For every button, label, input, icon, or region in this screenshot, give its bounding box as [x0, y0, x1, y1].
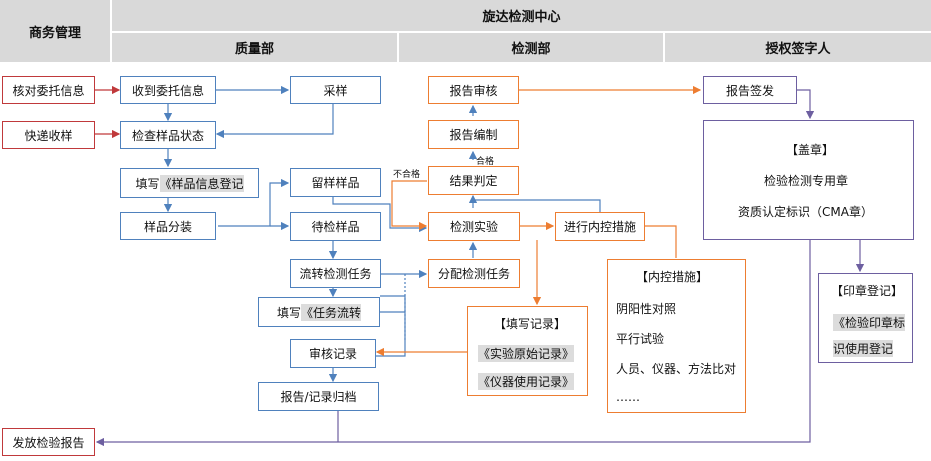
- header-business: 商务管理: [0, 0, 110, 62]
- fail-label: 不合格: [393, 170, 421, 180]
- transfer-task-node: 流转检测任务: [290, 259, 381, 288]
- internal-control-node: 进行内控措施: [555, 212, 645, 241]
- sample-split-node: 样品分装: [120, 212, 216, 240]
- pending-sample-node: 待检样品: [290, 212, 381, 241]
- control-item-3: 人员、仪器、方法比对: [616, 362, 737, 376]
- records-item-1: 《实验原始记录》: [478, 345, 575, 362]
- verify-commission-node: 核对委托信息: [2, 76, 95, 104]
- check-sample-node: 检查样品状态: [120, 121, 216, 149]
- retained-sample-node: 留样样品: [290, 168, 381, 197]
- control-title: 【内控措施】: [636, 270, 709, 284]
- records-box: 【填写记录】 《实验原始记录》 《仪器使用记录》: [467, 306, 588, 396]
- header-testing: 检测部: [399, 33, 663, 62]
- pass-label: 合格: [476, 157, 495, 167]
- result-judgement-node: 结果判定: [428, 166, 519, 195]
- control-measures-box: 【内控措施】 阴阳性对照 平行试验 人员、仪器、方法比对 ……: [607, 259, 746, 413]
- records-title: 【填写记录】: [494, 317, 567, 331]
- header-quality: 质量部: [112, 33, 397, 62]
- fill-task-form-node: 填写 《任务流转: [258, 297, 380, 327]
- seal-title: 【盖章】: [786, 143, 835, 157]
- task-form-name: 《任务流转: [301, 303, 362, 321]
- control-item-4: ……: [616, 390, 640, 404]
- fill-prefix: 填写: [135, 176, 160, 191]
- records-item-2: 《仪器使用记录》: [478, 373, 575, 390]
- report-issue-node: 报告签发: [703, 76, 797, 104]
- control-item-1: 阴阳性对照: [616, 302, 677, 316]
- header-signatory: 授权签字人: [665, 33, 931, 62]
- archive-node: 报告/记录归档: [258, 382, 379, 411]
- report-review-node: 报告审核: [428, 76, 519, 104]
- seal-register-line-2: 识使用登记: [833, 340, 894, 357]
- test-experiment-node: 检测实验: [428, 212, 520, 241]
- seal-register-title: 【印章登记】: [831, 284, 904, 298]
- assign-task-node: 分配检测任务: [428, 259, 520, 288]
- express-sample-node: 快递收样: [2, 121, 95, 149]
- seal-box: 【盖章】 检验检测专用章 资质认定标识（CMA章）: [703, 120, 914, 240]
- sample-info-form-name: 《样品信息登记: [159, 174, 244, 192]
- report-compile-node: 报告编制: [428, 120, 519, 149]
- seal-item-1: 检验检测专用章: [764, 174, 849, 188]
- seal-item-2: 资质认定标识（CMA章）: [738, 205, 873, 219]
- seal-register-box: 【印章登记】 《检验印章标 识使用登记: [818, 273, 913, 363]
- header-center: 旋达检测中心: [112, 0, 931, 31]
- fill-sample-info-node: 填写 《样品信息登记: [120, 168, 259, 198]
- seal-register-line-1: 《检验印章标: [833, 314, 906, 331]
- control-item-2: 平行试验: [616, 332, 665, 346]
- fill-prefix: 填写: [276, 305, 301, 320]
- receive-commission-node: 收到委托信息: [120, 76, 216, 104]
- issue-report-node: 发放检验报告: [2, 428, 95, 456]
- review-records-node: 审核记录: [290, 339, 376, 368]
- sampling-node: 采样: [290, 76, 381, 104]
